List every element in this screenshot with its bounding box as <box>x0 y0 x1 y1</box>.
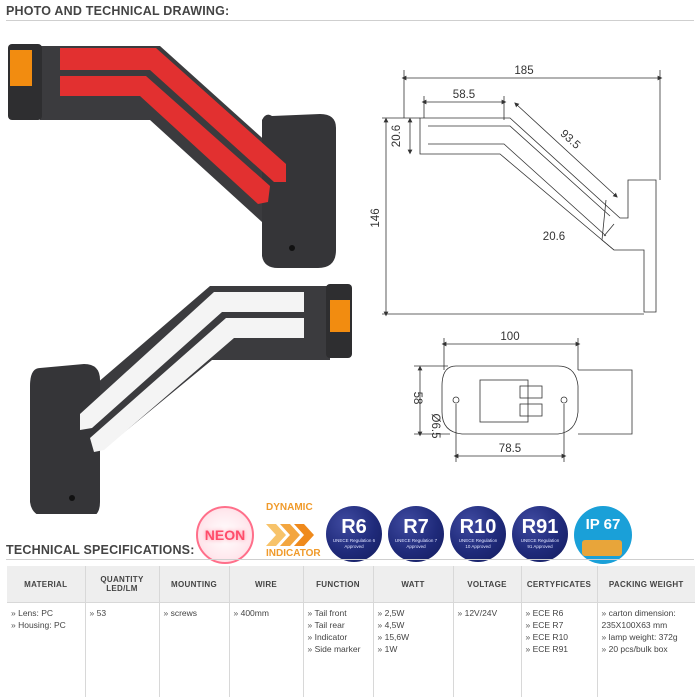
top-view-drawing <box>414 338 633 462</box>
technical-drawing: 185 58.5 93.5 20.6 146 20.6 100 58 Ø6.5 … <box>370 65 663 462</box>
cell-line: 1W <box>378 643 449 655</box>
cell-line: 400mm <box>234 607 299 619</box>
cell-wire: 400mm <box>228 602 303 697</box>
dim-top-view-width: 58 <box>411 392 423 405</box>
neon-label: NEON <box>204 527 246 543</box>
r6-code: R6 <box>341 516 367 538</box>
cell-watt: 2,5W 4,5W 15,6W 1W <box>372 602 453 697</box>
cell-line: Indicator <box>308 631 369 643</box>
r10-sub: UNECE Regulation 10 Approved <box>458 538 498 549</box>
neon-badge: NEON <box>196 506 254 564</box>
cell-packing: carton dimension: 235X100X63 mm lamp wei… <box>596 602 695 697</box>
cell-line: Tail rear <box>308 619 369 631</box>
dim-arm-length: 93.5 <box>558 128 583 152</box>
r91-badge: R91 UNECE Regulation 91 Approved <box>512 506 568 562</box>
dim-height-left: 20.6 <box>391 125 403 147</box>
table-row: Lens: PC Housing: PC 53 screws 400mm Tai… <box>7 602 695 697</box>
cell-line: 15,6W <box>378 631 449 643</box>
indicator-label: INDICATOR <box>266 548 321 559</box>
r7-sub: UNECE Regulation 7 Approved <box>394 538 438 549</box>
cell-line: lamp weight: 372g <box>602 631 692 643</box>
header-certificates: CERTYFICATES <box>520 566 597 603</box>
lamp-white-photo <box>30 284 352 514</box>
header-material: MATERIAL <box>7 566 85 603</box>
cell-line: 4,5W <box>378 619 449 631</box>
header-function: FUNCTION <box>302 566 373 603</box>
cell-function: Tail front Tail rear Indicator Side mark… <box>302 602 373 697</box>
dim-overall-length: 185 <box>514 65 533 77</box>
dynamic-label: DYNAMIC <box>266 502 313 513</box>
r10-code: R10 <box>459 516 497 538</box>
cell-line: screws <box>164 607 225 619</box>
dim-height-total: 146 <box>370 208 382 227</box>
cell-quantity: 53 <box>84 602 159 697</box>
ip67-label: IP 67 <box>585 516 621 533</box>
header-wire: WIRE <box>228 566 303 603</box>
cell-line: Lens: PC <box>11 607 81 619</box>
dim-top-view-length: 100 <box>500 331 519 343</box>
cell-line: 12V/24V <box>458 607 517 619</box>
dim-arm-thickness: 20.6 <box>543 231 565 243</box>
side-view-drawing <box>382 70 663 317</box>
lamp-red-photo <box>8 44 336 268</box>
cell-line: Tail front <box>308 607 369 619</box>
header-mounting: MOUNTING <box>158 566 229 603</box>
spec-divider <box>6 559 694 560</box>
header-watt: WATT <box>372 566 453 603</box>
cell-line: Housing: PC <box>11 619 81 631</box>
header-quantity: QUANTITY LED/LM <box>84 566 159 603</box>
dynamic-indicator-chevrons-icon <box>266 524 314 546</box>
cell-voltage: 12V/24V <box>452 602 521 697</box>
header-voltage: VOLTAGE <box>452 566 521 603</box>
cell-line: Side marker <box>308 643 369 655</box>
spec-table: MATERIAL QUANTITY LED/LM MOUNTING WIRE F… <box>7 566 695 697</box>
cell-line: 2,5W <box>378 607 449 619</box>
cell-line: carton dimension: 235X100X63 mm <box>602 607 692 631</box>
photo-section-title: PHOTO AND TECHNICAL DRAWING: <box>6 4 230 18</box>
cell-mounting: screws <box>158 602 229 697</box>
r7-code: R7 <box>403 516 429 538</box>
title-divider <box>6 20 694 21</box>
header-packing: PACKING WEIGHT <box>596 566 695 603</box>
cell-line: ECE R7 <box>526 619 593 631</box>
dim-base-length: 78.5 <box>499 443 521 455</box>
product-photos <box>8 44 352 514</box>
r91-sub: UNECE Regulation 91 Approved <box>520 538 560 549</box>
cell-line: 20 pcs/bulk box <box>602 643 692 655</box>
table-header-row: MATERIAL QUANTITY LED/LM MOUNTING WIRE F… <box>7 566 695 603</box>
r6-badge: R6 UNECE Regulation 6 Approved <box>326 506 382 562</box>
r6-sub: UNECE Regulation 6 Approved <box>332 538 376 549</box>
cell-line: ECE R10 <box>526 631 593 643</box>
cell-material: Lens: PC Housing: PC <box>7 602 85 697</box>
cell-line: 53 <box>90 607 155 619</box>
cell-certificates: ECE R6 ECE R7 ECE R10 ECE R91 <box>520 602 597 697</box>
dim-top-length: 58.5 <box>453 89 475 101</box>
cell-line: ECE R6 <box>526 607 593 619</box>
spec-section-title: TECHNICAL SPECIFICATIONS: <box>6 543 195 557</box>
r91-code: R91 <box>521 516 559 538</box>
cell-line: ECE R91 <box>526 643 593 655</box>
ip67-badge: IP 67 <box>574 506 632 564</box>
r10-badge: R10 UNECE Regulation 10 Approved <box>450 506 506 562</box>
dim-hole-diameter: Ø6.5 <box>429 414 441 439</box>
r7-badge: R7 UNECE Regulation 7 Approved <box>388 506 444 562</box>
feature-badges: NEON DYNAMIC INDICATOR R6 UNECE Regulati… <box>196 500 646 570</box>
water-drops-icon <box>582 540 622 556</box>
